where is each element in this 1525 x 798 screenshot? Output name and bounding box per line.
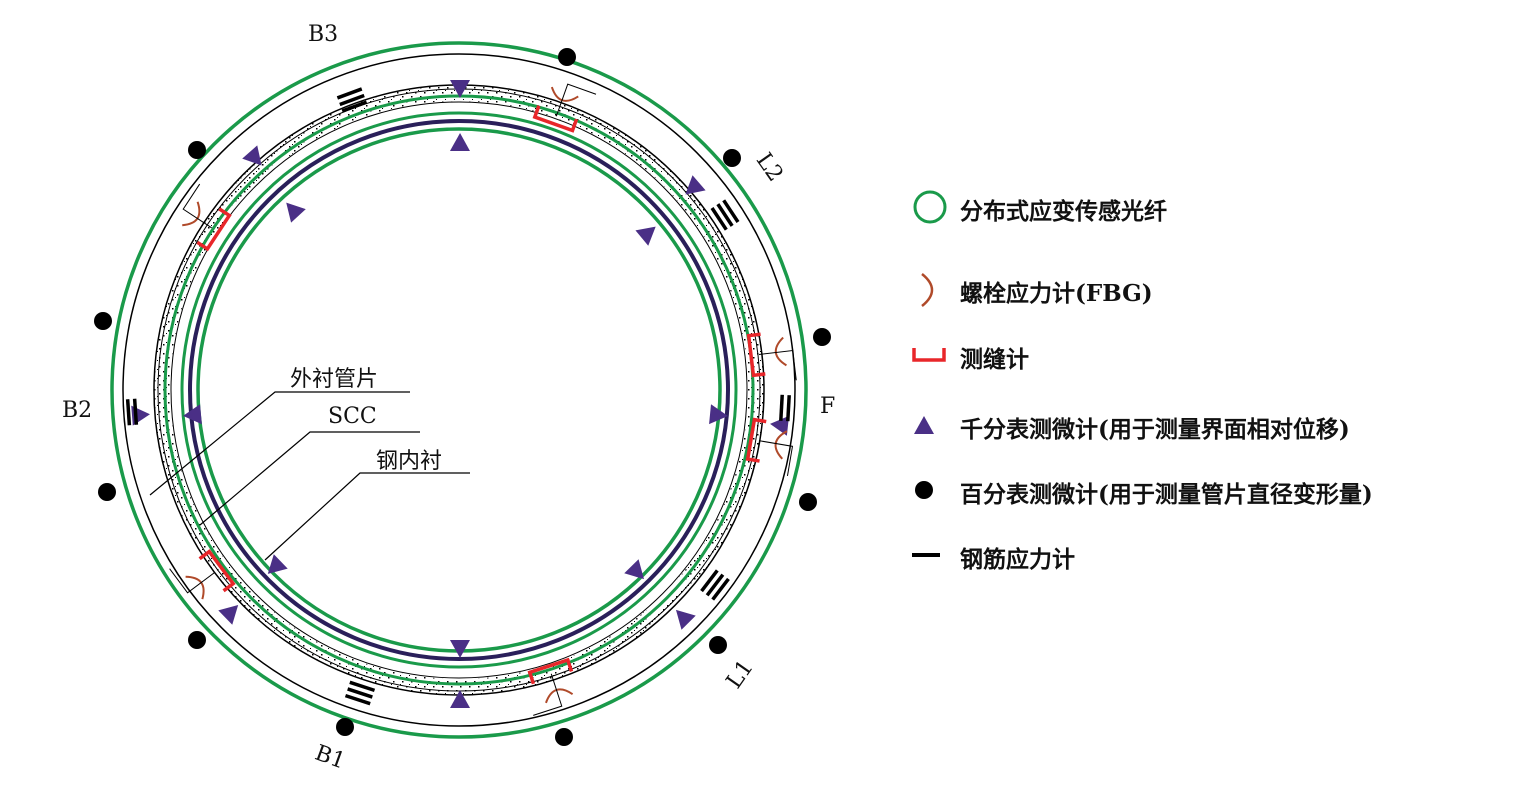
leader-line-2 [264, 472, 470, 561]
joint-meter-group [532, 83, 597, 133]
micrometer-triangle-icon [770, 415, 790, 436]
rebar-gauge-bar [779, 394, 784, 421]
dial-gauge-dot-icon [98, 483, 116, 501]
micrometer-triangle-icon [449, 133, 470, 152]
inner-fiber-ring [180, 111, 738, 669]
joint-meter-group [182, 183, 232, 252]
dial-gauge-dot-icon [336, 718, 354, 736]
micrometer-triangle-icon [635, 226, 656, 246]
layer-label-outer-segment: 外衬管片 [290, 367, 379, 392]
layer-label-scc: SCC [328, 404, 377, 429]
outer-segment-outer-edge [122, 53, 796, 727]
rebar-gauge-bar [125, 399, 132, 426]
micrometer-triangle-icon [286, 202, 306, 223]
dial-gauge-dot-icon [94, 312, 112, 330]
rebar-gauge-bar [716, 203, 734, 227]
dial-gauge-dot-icon [723, 149, 741, 167]
micrometer-triangle-icon [450, 79, 471, 98]
rebar-gauge-bar [786, 395, 791, 422]
leader-line-0 [149, 391, 410, 496]
legend-green-circle-icon [913, 190, 947, 224]
dial-gauge-dot-icon [813, 328, 831, 346]
joint-meter-group [745, 417, 794, 476]
section-label-b2: B2 [62, 398, 93, 423]
rebar-gauge-icon [700, 569, 730, 601]
bolt-connector-line [758, 440, 794, 476]
section-label-f: F [820, 394, 836, 419]
rebar-gauge-bar [347, 687, 373, 699]
joint-meter-group [746, 332, 797, 381]
joint-meter-bracket-icon [532, 105, 579, 133]
section-label-b3: B3 [308, 22, 339, 47]
joint-meter-bracket-icon [198, 549, 236, 593]
bolt-connector-line [182, 183, 212, 229]
legend-rebar-gauge: 钢筋应力计 [960, 546, 1075, 573]
legend-red-bracket-icon [912, 348, 946, 362]
steel-liner-ring [188, 119, 730, 661]
rebar-gauge-bar [339, 93, 365, 107]
legend-joint-meter: 测缝计 [960, 346, 1029, 373]
joint-meter-group [169, 549, 236, 600]
micrometer-triangle-icon [183, 404, 202, 425]
bolt-connector-line [169, 568, 216, 594]
bolt-connector-line [555, 83, 597, 117]
bolt-connector-line [533, 673, 563, 716]
legend-bolt-arc-icon [921, 273, 934, 307]
micrometer-triangle-icon [450, 690, 471, 709]
scc-inner-edge [170, 101, 748, 679]
rebar-gauge-bar [349, 680, 376, 693]
dial-gauge-dot-icon [188, 631, 206, 649]
rebar-gauge-icon [779, 394, 791, 422]
joint-meter-bracket-icon [196, 207, 232, 252]
legend-black-dot-icon [915, 481, 933, 499]
legend-purple-triangle-icon [914, 416, 934, 434]
legend-fiber: 分布式应变传感光纤 [960, 198, 1167, 225]
legend-micrometer-diameter: 百分表测微计(用于测量管片直径变形量) [960, 481, 1373, 508]
layer-label-steel-liner: 钢内衬 [376, 449, 443, 474]
micrometer-triangle-icon [675, 609, 696, 630]
micrometer-triangle-icon [709, 404, 728, 425]
rebar-gauge-icon [710, 199, 740, 231]
dial-gauge-dot-icon [555, 728, 573, 746]
outer-fiber-ring [110, 41, 808, 739]
micrometer-triangle-icon [449, 639, 470, 658]
rebar-gauge-bar [705, 573, 725, 597]
rebar-gauge-icon [336, 87, 368, 113]
micrometer-triangle-icon [218, 605, 239, 625]
rebar-gauge-bar [132, 398, 139, 425]
joint-meter-bracket-icon [746, 332, 766, 378]
dial-gauge-dot-icon [558, 48, 576, 66]
rebar-gauge-bar [341, 100, 368, 113]
rebar-gauge-icon [344, 680, 376, 706]
leader-line-1 [199, 431, 420, 526]
joint-meter-group [527, 657, 574, 716]
rebar-gauge-bar [700, 569, 719, 593]
rebar-gauge-bar [344, 693, 371, 706]
legend-bolt-gauge: 螺栓应力计(FBG) [960, 280, 1153, 307]
rebar-gauge-bar [722, 199, 740, 223]
rebar-gauge-icon [125, 398, 139, 426]
rebar-gauge-bar [336, 87, 363, 100]
rebar-gauge-bar [711, 577, 730, 601]
legend-micrometer-interface: 千分表测微计(用于测量界面相对位移) [960, 416, 1350, 443]
joint-meter-bracket-icon [745, 417, 767, 463]
dial-gauge-dot-icon [709, 636, 727, 654]
micrometer-triangle-icon [685, 175, 706, 195]
micrometer-triangle-icon [242, 145, 262, 166]
rebar-gauge-bar [710, 207, 728, 231]
dial-gauge-dot-icon [799, 493, 817, 511]
micrometer-triangle-icon [267, 554, 288, 574]
dial-gauge-dot-icon [188, 141, 206, 159]
micrometer-triangle-icon [624, 559, 644, 580]
joint-meter-bracket-icon [527, 657, 574, 685]
bolt-connector-line [758, 349, 797, 381]
